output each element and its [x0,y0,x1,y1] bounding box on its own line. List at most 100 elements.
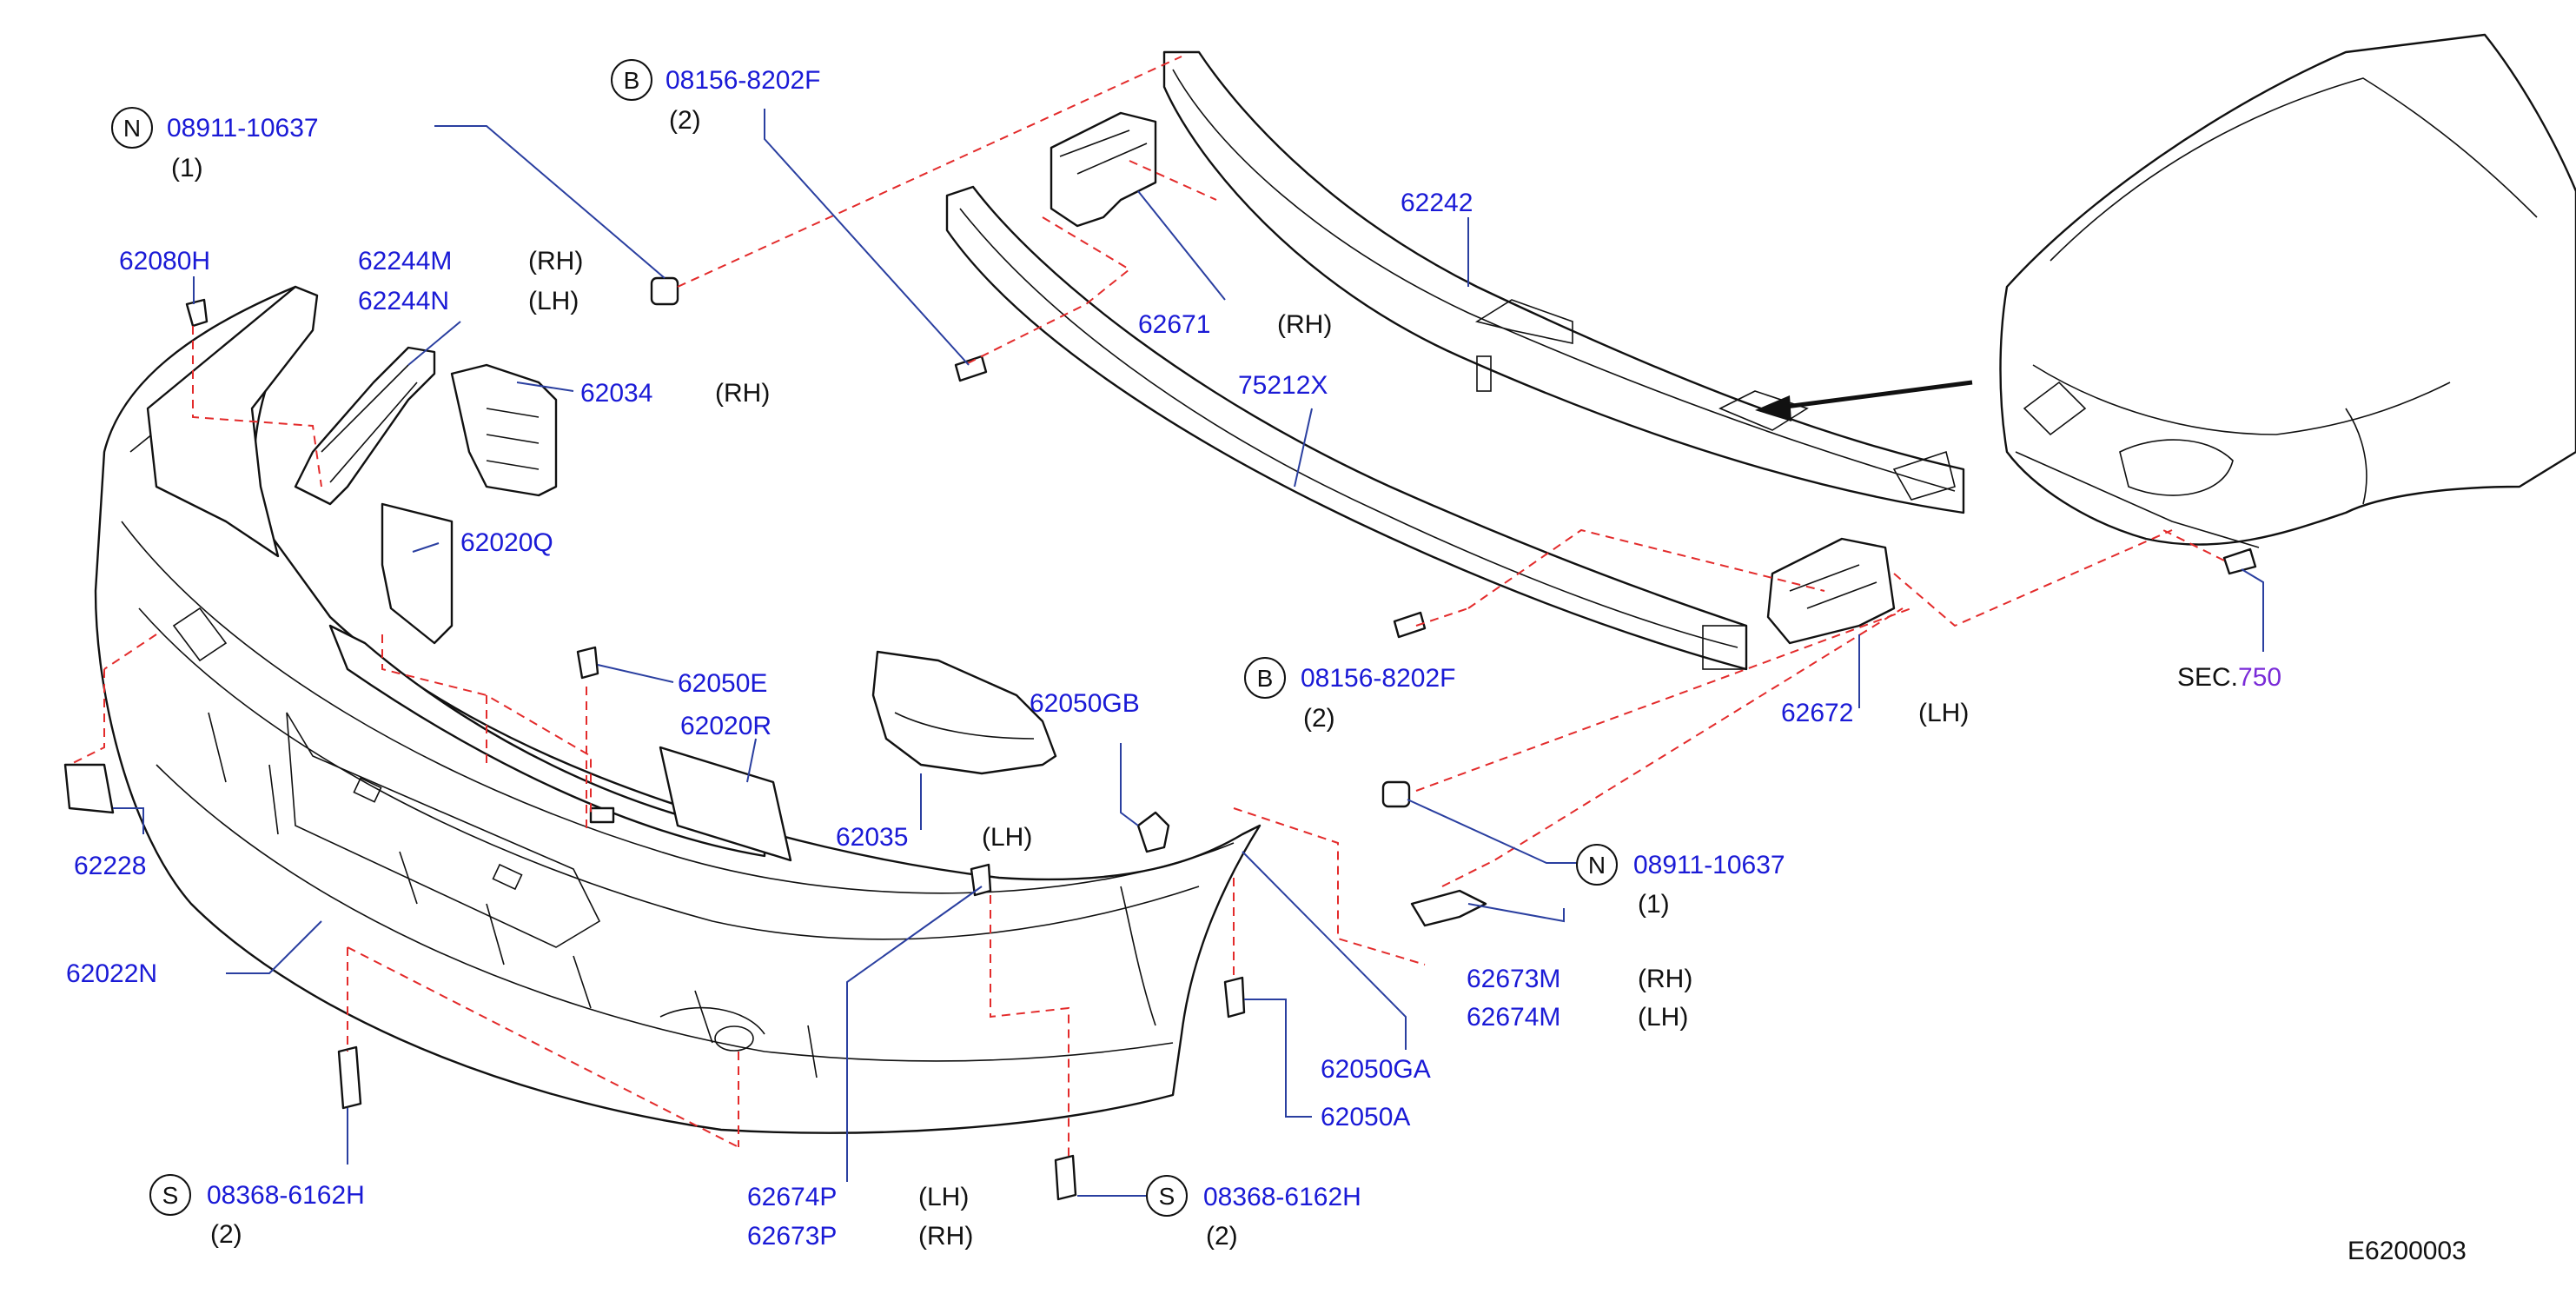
quantity: (1) [171,154,203,182]
air-guide-62034-drawing [452,365,556,495]
part-number: 62050GA [1321,1055,1431,1084]
callout-c21: 62022N [66,959,157,988]
vehicle-outline-drawing [2001,35,2576,547]
part-number: 62228 [74,852,146,880]
part-number: 08156-8202F [666,66,820,95]
side-suffix: (RH) [1638,965,1692,993]
part-number: 08368-6162H [207,1181,365,1210]
callout-c6: 62034 (RH) [580,379,770,408]
side-suffix: (LH) [918,1183,969,1211]
bracket-62671-drawing [1051,113,1156,226]
callout-c19: 62673M (RH) [1467,965,1692,993]
quantity: (1) [1638,890,1670,919]
callout-c20: 62674M (LH) [1467,1003,1688,1032]
part-number: 62673M [1467,965,1560,993]
section-prefix: SEC. [2177,663,2238,692]
quantity: (2) [210,1220,242,1249]
part-number: 75212X [1238,371,1328,400]
side-suffix: (RH) [1277,310,1332,339]
badge-s-icon: S [150,1175,190,1215]
part-number: 62242 [1401,189,1473,217]
badge-n-icon: N [112,108,152,148]
quantity: (2) [1206,1222,1238,1251]
shield-62020Q-drawing [382,504,452,643]
callout-c13: 62050GB [1030,689,1140,718]
callout-c18: N 08911-10637 (1) [1577,845,1785,919]
part-number: 08911-10637 [167,114,319,143]
part-number: 62050E [678,669,767,698]
part-number: 62050GB [1030,689,1140,718]
side-suffix: (RH) [715,379,770,408]
svg-text:N: N [123,115,141,142]
part-number: 62050A [1321,1103,1410,1131]
side-suffix: (RH) [528,247,583,275]
callout-c4: 62244M (RH) [358,247,583,275]
svg-text:S: S [162,1182,179,1209]
side-suffix: (LH) [1638,1003,1688,1032]
part-number: 08911-10637 [1633,851,1785,879]
callout-c17: 62228 [74,852,146,880]
part-number: 62080H [119,247,210,275]
callout-c25: 62674P (LH) [747,1183,969,1211]
side-suffix: (RH) [918,1222,973,1251]
direction-arrow [1755,382,1972,421]
callout-c23: 62050A [1321,1103,1410,1131]
badge-b-icon: B [1245,658,1285,698]
callout-c8: 62671 (RH) [1138,310,1332,339]
bracket-62673M-drawing [1412,891,1486,926]
svg-text:SEC.750: SEC.750 [2177,663,2281,692]
bracket-62672-drawing [1768,539,1894,643]
section-number: 750 [2238,663,2281,692]
callout-c3: 62080H [119,247,210,275]
part-number: 08156-8202F [1301,664,1455,693]
badge-n-icon: N [1577,845,1617,885]
part-number: 08368-6162H [1203,1183,1361,1211]
side-suffix: (LH) [982,823,1032,852]
callout-c16: 62035 (LH) [836,823,1032,852]
callout-c22: 62050GA [1321,1055,1431,1084]
part-number: 62244N [358,287,449,315]
callout-c24: S 08368-6162H (2) [150,1175,365,1249]
part-number: 62244M [358,247,452,275]
callout-c10: 62020Q [460,528,553,557]
svg-text:B: B [1257,665,1274,692]
quantity: (2) [1303,704,1335,733]
quantity: (2) [669,106,701,135]
part-number: 62672 [1781,699,1853,727]
callout-c14: B 08156-8202F (2) [1245,658,1455,733]
part-number: 62671 [1138,310,1210,339]
part-number: 62020Q [460,528,553,557]
callout-c9: 75212X [1238,371,1328,400]
clip-62050GB-drawing [1138,813,1169,852]
callout-c15: 62672 (LH) [1781,699,1969,727]
callout-c27: S 08368-6162H (2) [1147,1176,1361,1251]
callout-c11: 62050E [678,669,767,698]
air-guide-62035-drawing [873,652,1056,773]
callout-c12: 62020R [680,712,771,740]
part-number: 62674P [747,1183,837,1211]
svg-text:S: S [1159,1183,1175,1210]
badge-b-icon: B [612,60,652,100]
section-reference: SEC.750 [2177,663,2281,692]
part-number: 62035 [836,823,908,852]
callout-c7: 62242 [1401,189,1473,217]
plate-62228-drawing [65,765,113,813]
callout-c5: 62244N (LH) [358,287,579,315]
callout-c1: N 08911-10637 (1) [112,108,319,182]
side-suffix: (LH) [1918,699,1969,727]
svg-text:B: B [624,67,640,94]
svg-text:N: N [1588,852,1606,879]
callout-c2: B 08156-8202F (2) [612,60,820,135]
part-number: 62020R [680,712,771,740]
diagram-code: E6200003 [2348,1237,2467,1265]
part-number: 62034 [580,379,652,408]
part-number: 62674M [1467,1003,1560,1032]
side-bracket-62244-drawing [295,348,434,504]
callout-c26: 62673P (RH) [747,1222,973,1251]
part-number: 62673P [747,1222,837,1251]
side-suffix: (LH) [528,287,579,315]
badge-s-icon: S [1147,1176,1187,1216]
part-number: 62022N [66,959,157,988]
